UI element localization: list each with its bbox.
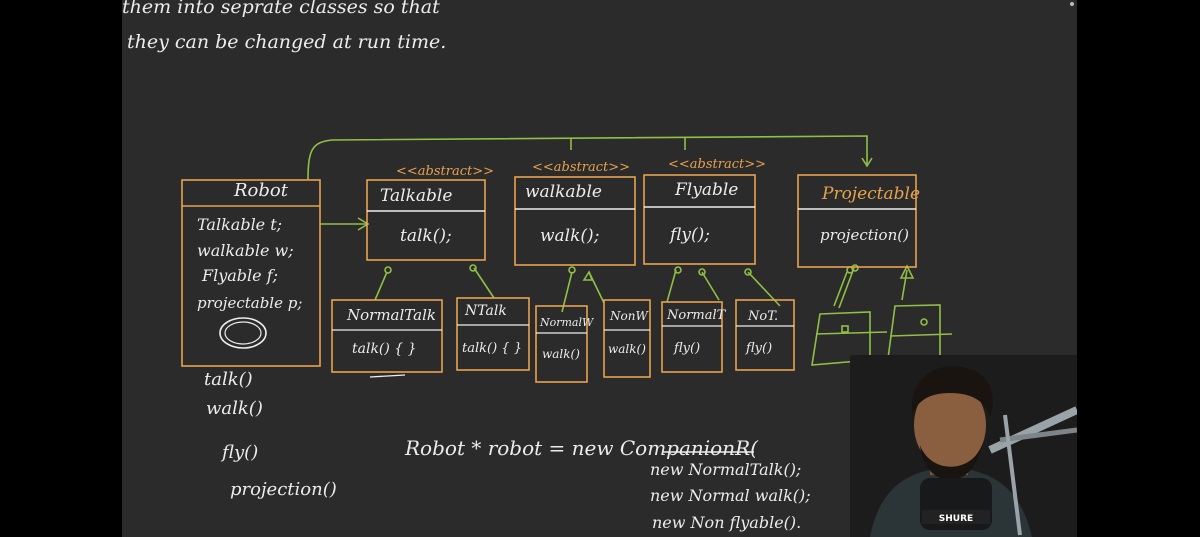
mic-brand-label: SHURE <box>939 514 973 524</box>
robot-field-talkable: Talkable t; <box>197 215 282 234</box>
interface-walkable-method: walk(); <box>540 226 599 246</box>
robot-class-box: Robot Talkable t; walkable w; Flyable f;… <box>181 179 321 367</box>
robot-method-talk: talk() <box>204 369 253 390</box>
status-dot <box>1070 2 1074 6</box>
impl-normalt-method: fly() <box>673 341 700 356</box>
robot-scribble-circle <box>219 317 267 349</box>
microphone: SHURE <box>920 478 992 530</box>
robot-field-flyable: Flyable f; <box>201 266 278 285</box>
robot-method-fly: fly() <box>220 442 258 463</box>
stereotype-walkable: <<abstract>> <box>532 160 630 175</box>
robot-class-title: Robot <box>233 180 289 201</box>
interface-walkable-box: walkable walk(); <box>514 176 636 266</box>
impl-normalt-box: NormalT fly() <box>661 301 727 373</box>
code-line-3: new Normal walk(); <box>650 486 811 505</box>
code-line-4: new Non flyable(). <box>652 513 801 532</box>
whiteboard-drawing: them into seprate classes so that they c… <box>122 0 953 532</box>
interface-flyable-name: Flyable <box>674 180 738 200</box>
interface-walkable-name: walkable <box>525 182 602 202</box>
impl-nonw-name: NonW <box>609 309 649 323</box>
robot-method-walk: walk() <box>206 398 263 419</box>
code-line-1: Robot * robot = new CompanionR( <box>404 436 759 460</box>
impl-nonw-method: walk() <box>608 342 646 356</box>
impl-normaltalk-box: NormalTalk talk() { } <box>331 299 443 378</box>
impl-normalw-box: NormalW walk() <box>535 305 595 383</box>
impl-ntalk-method: talk() { } <box>462 341 522 356</box>
note-line-1: them into seprate classes so that <box>122 0 440 18</box>
robot-method-projection: projection() <box>230 479 337 500</box>
impl-ntalk-name: NTalk <box>464 303 507 319</box>
interface-projectable-box: Projectable projection() <box>797 174 920 268</box>
webcam-overlay: SHURE <box>850 355 1077 537</box>
interface-projectable-method: projection() <box>820 226 909 244</box>
interface-flyable-box: Flyable fly(); <box>643 174 756 265</box>
robot-field-projectable: projectable p; <box>197 294 302 312</box>
stereotype-talkable: <<abstract>> <box>396 164 494 179</box>
impl-not-box: NoT. fly() <box>735 299 795 371</box>
impl-normalw-name: NormalW <box>539 316 595 329</box>
note-line-2: they can be changed at run time. <box>127 31 446 53</box>
interface-talkable-name: Talkable <box>380 186 452 206</box>
code-line-2: new NormalTalk(); <box>650 460 801 479</box>
robot-field-walkable: walkable w; <box>197 241 294 260</box>
impl-not-name: NoT. <box>747 309 778 324</box>
interface-talkable-box: Talkable talk(); <box>366 179 486 261</box>
interface-talkable-method: talk(); <box>400 226 452 246</box>
impl-ntalk-box: NTalk talk() { } <box>456 297 530 371</box>
stereotype-flyable: <<abstract>> <box>668 157 766 172</box>
association-line-top <box>307 135 868 181</box>
impl-normaltalk-method: talk() { } <box>352 341 417 357</box>
impl-normalw-method: walk() <box>542 347 580 361</box>
impl-not-method: fly() <box>745 341 772 356</box>
impl-normaltalk-name: NormalTalk <box>346 306 436 324</box>
interface-projectable-name: Projectable <box>821 184 920 204</box>
impl-normalt-name: NormalT <box>666 308 727 323</box>
interface-flyable-method: fly(); <box>668 225 710 245</box>
impl-nonw-box: NonW walk() <box>603 299 651 378</box>
whiteboard-canvas[interactable]: them into seprate classes so that they c… <box>122 0 1077 537</box>
presenter-video: SHURE <box>850 355 1077 537</box>
